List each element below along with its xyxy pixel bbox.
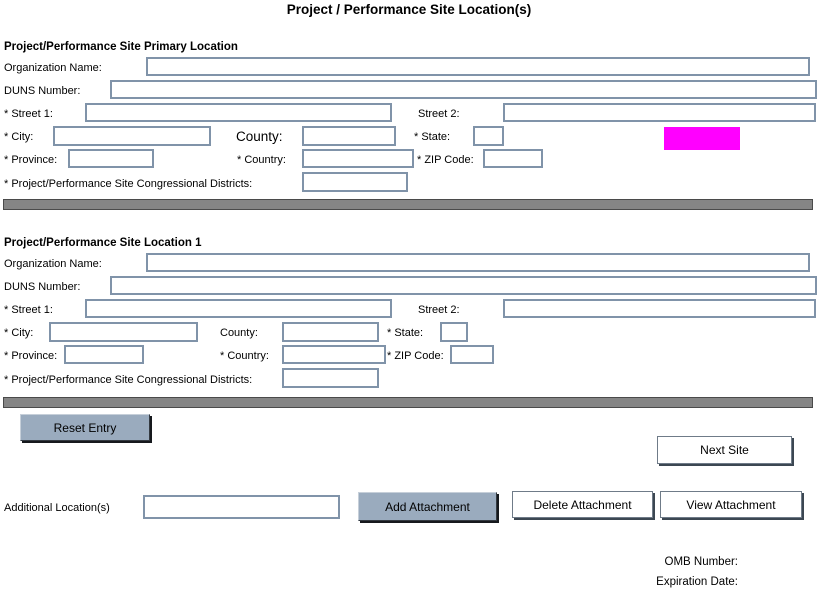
site1-country-input[interactable] <box>282 345 386 364</box>
primary-province-input[interactable] <box>68 149 154 168</box>
site1-city-input[interactable] <box>49 322 198 342</box>
site1-congressional-districts-input[interactable] <box>282 368 379 388</box>
primary-country-label: * Country: <box>237 154 286 166</box>
delete-attachment-button[interactable]: Delete Attachment <box>512 491 653 518</box>
primary-state-label: * State: <box>414 131 451 143</box>
site1-state-input[interactable] <box>440 322 468 342</box>
omb-number-label: OMB Number: <box>664 556 739 568</box>
primary-zip-label: * ZIP Code: <box>417 154 474 166</box>
expiration-date-label: Expiration Date: <box>656 576 738 588</box>
primary-province-label: * Province: <box>4 154 58 166</box>
primary-street1-label: * Street 1: <box>4 108 53 120</box>
site1-org-name-input[interactable] <box>146 253 810 272</box>
view-attachment-button[interactable]: View Attachment <box>660 491 802 518</box>
primary-city-input[interactable] <box>53 126 211 146</box>
primary-street1-input[interactable] <box>85 103 392 122</box>
primary-congressional-districts-label: * Project/Performance Site Congressional… <box>4 178 253 190</box>
reset-entry-button[interactable]: Reset Entry <box>20 414 150 441</box>
section-divider-bar <box>3 199 813 210</box>
primary-county-label: County: <box>236 129 283 144</box>
primary-state-input[interactable] <box>473 126 504 146</box>
site1-city-label: * City: <box>4 327 34 339</box>
primary-city-label: * City: <box>4 131 34 143</box>
site1-congressional-districts-label: * Project/Performance Site Congressional… <box>4 374 253 386</box>
site1-zip-input[interactable] <box>450 345 494 364</box>
site1-street1-label: * Street 1: <box>4 304 53 316</box>
site1-street2-input[interactable] <box>503 299 816 318</box>
next-site-button[interactable]: Next Site <box>657 436 792 464</box>
site1-county-input[interactable] <box>282 322 379 342</box>
primary-org-name-input[interactable] <box>146 57 810 76</box>
primary-street2-input[interactable] <box>503 103 816 122</box>
site1-org-name-label: Organization Name: <box>4 258 102 270</box>
add-attachment-button[interactable]: Add Attachment <box>358 492 497 521</box>
primary-duns-input[interactable] <box>110 80 817 99</box>
primary-section-header: Project/Performance Site Primary Locatio… <box>4 41 238 53</box>
magenta-highlight-box <box>664 127 740 150</box>
site1-street2-label: Street 2: <box>418 304 460 316</box>
primary-zip-input[interactable] <box>483 149 543 168</box>
primary-street2-label: Street 2: <box>418 108 460 120</box>
page-title: Project / Performance Site Location(s) <box>286 2 532 17</box>
additional-locations-filename-input[interactable] <box>143 495 340 519</box>
site1-duns-input[interactable] <box>110 276 817 295</box>
site1-state-label: * State: <box>387 327 424 339</box>
section-divider-bar <box>3 397 813 408</box>
additional-locations-label: Additional Location(s) <box>4 502 110 514</box>
site1-zip-label: * ZIP Code: <box>387 350 444 362</box>
site1-county-label: County: <box>220 327 258 339</box>
site1-country-label: * Country: <box>220 350 269 362</box>
site1-section-header: Project/Performance Site Location 1 <box>4 237 202 249</box>
primary-org-name-label: Organization Name: <box>4 62 102 74</box>
site1-province-label: * Province: <box>4 350 58 362</box>
site1-street1-input[interactable] <box>85 299 392 318</box>
site1-province-input[interactable] <box>64 345 144 364</box>
site1-duns-label: DUNS Number: <box>4 281 81 293</box>
primary-congressional-districts-input[interactable] <box>302 172 408 192</box>
primary-county-input[interactable] <box>302 126 396 146</box>
primary-duns-label: DUNS Number: <box>4 85 81 97</box>
primary-country-input[interactable] <box>302 149 414 168</box>
